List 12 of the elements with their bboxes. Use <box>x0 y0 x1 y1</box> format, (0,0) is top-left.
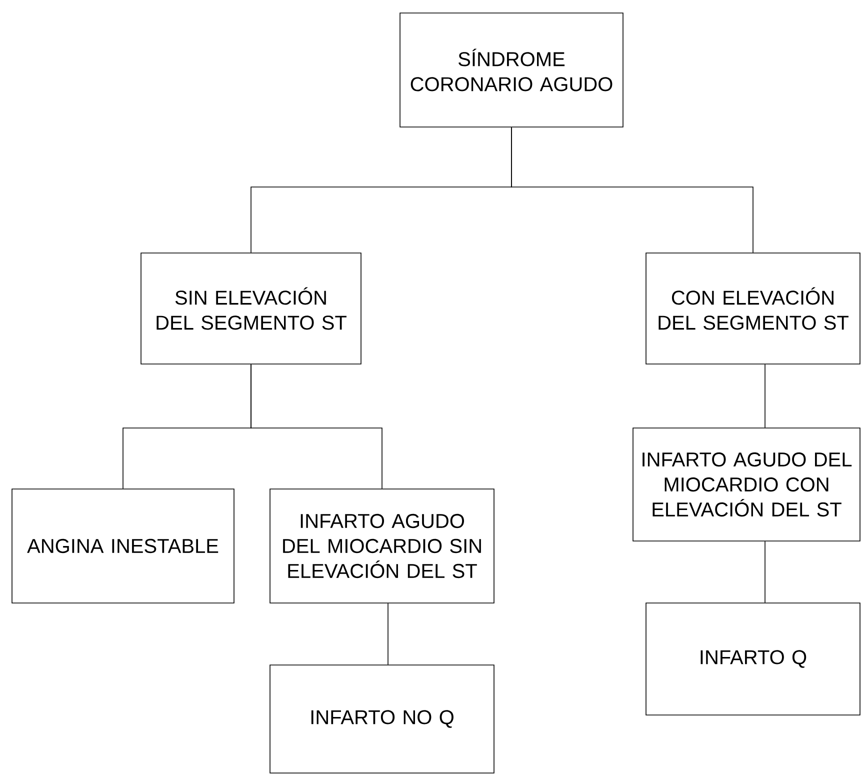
category-box: INFARTO Q <box>646 602 860 716</box>
connector-line <box>511 127 754 253</box>
category-box: ANGINA INESTABLE <box>12 488 234 604</box>
category-box: INFARTO NO Q <box>270 664 494 774</box>
connector-line <box>250 364 382 489</box>
category-box: INFARTO AGUDO DEL MIOCARDIO SIN ELEVACIÓN DEL ST <box>270 488 494 604</box>
category-box: SIN ELEVACIÓN DEL SEGMENTO ST <box>140 252 362 364</box>
connector-line <box>764 541 766 603</box>
connector-line <box>764 364 766 428</box>
category-box: SÍNDROME CORONARIO AGUDO <box>400 12 624 128</box>
category-box: CON ELEVACIÓN DEL SEGMENTO ST <box>646 252 860 364</box>
category-box: INFARTO AGUDO DEL MIOCARDIO CON ELEVACIÓN DEL ST <box>632 428 860 542</box>
